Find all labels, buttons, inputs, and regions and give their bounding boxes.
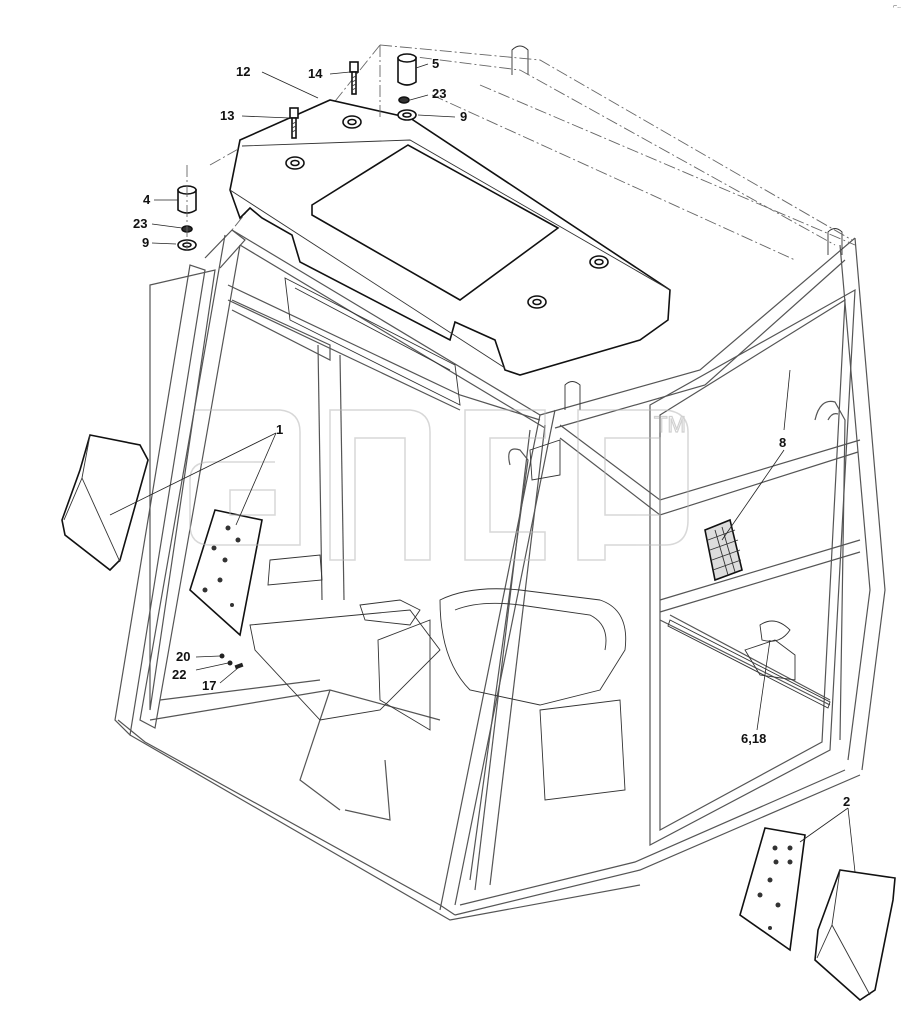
- callout-5: 5: [432, 56, 439, 71]
- callout-23-left: 23: [133, 216, 147, 231]
- fasteners: [177, 45, 417, 670]
- callout-9-top: 9: [460, 109, 467, 124]
- callout-12: 12: [236, 64, 250, 79]
- callout-20: 20: [176, 649, 190, 664]
- watermark-tm: TM: [654, 412, 686, 437]
- callout-17: 17: [202, 678, 216, 693]
- callout-9-left: 9: [142, 235, 149, 250]
- callout-4: 4: [143, 192, 151, 207]
- callout-2: 2: [843, 794, 850, 809]
- callout-labels: 12 14 5 23 9 13 4 23 9 1 20 22 17 8 6,18…: [133, 56, 850, 809]
- leader-lines: [109, 63, 856, 873]
- cab-frame: [114, 44, 886, 921]
- corner-mark: ⌐..: [893, 3, 901, 10]
- roof-cover-panel: [229, 99, 671, 376]
- callout-8: 8: [779, 435, 786, 450]
- callout-23-top: 23: [432, 86, 446, 101]
- watermark: TM: [189, 409, 689, 561]
- left-cover-part-1: [61, 434, 263, 637]
- callout-13: 13: [220, 108, 234, 123]
- callout-14: 14: [308, 66, 323, 81]
- callout-1: 1: [276, 422, 283, 437]
- callout-6-18: 6,18: [741, 731, 766, 746]
- callout-22: 22: [172, 667, 186, 682]
- right-cover-part-2: [739, 827, 896, 1002]
